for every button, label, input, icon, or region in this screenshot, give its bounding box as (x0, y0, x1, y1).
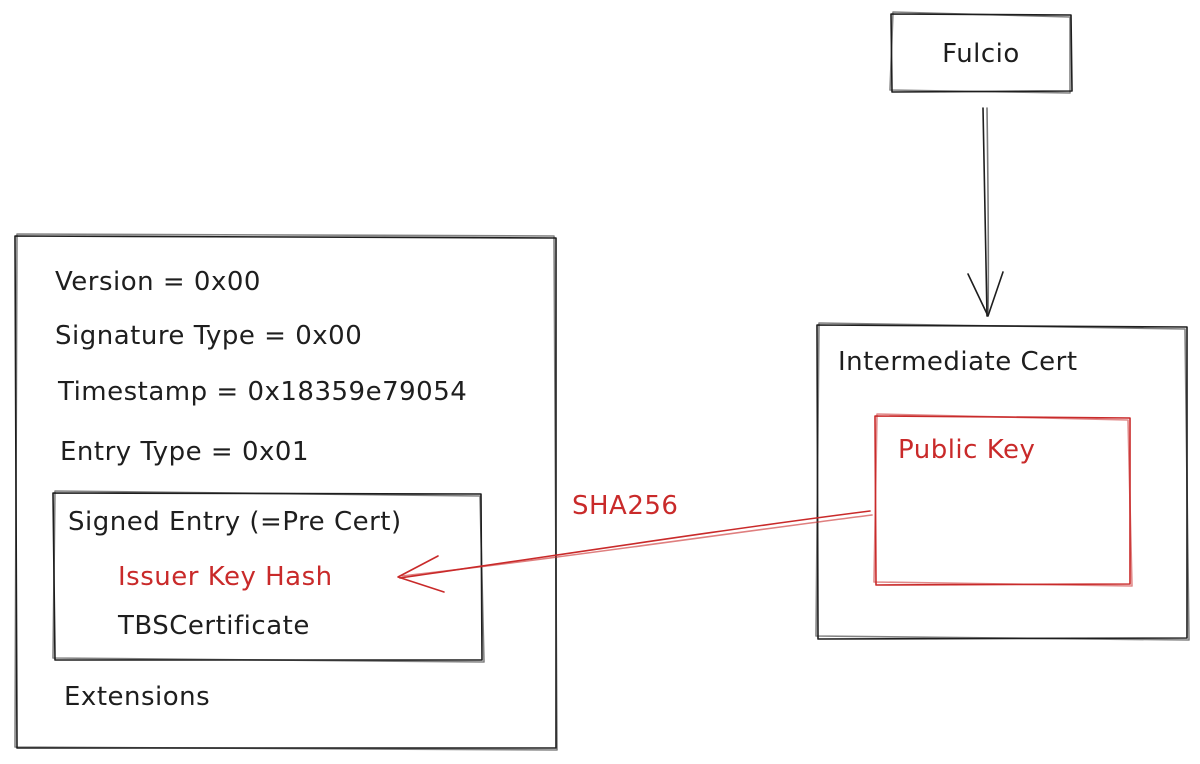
fulcio-box: Fulcio (889, 11, 1073, 94)
sha256-label: SHA256 (572, 491, 678, 521)
sct-field-signature-type: Signature Type = 0x00 (55, 321, 362, 351)
extensions-label: Extensions (64, 682, 210, 712)
fulcio-label: Fulcio (942, 39, 1020, 69)
public-key-box: Public Key (873, 413, 1133, 587)
sct-field-timestamp: Timestamp = 0x18359e79054 (57, 377, 467, 407)
signed-entry-box: Signed Entry (=Pre Cert) Issuer Key Hash… (52, 490, 485, 663)
intermediate-cert-title: Intermediate Cert (838, 347, 1078, 377)
sct-box: Version = 0x00 Signature Type = 0x00 Tim… (14, 233, 558, 751)
public-key-label: Public Key (898, 435, 1035, 465)
intermediate-cert-box: Intermediate Cert Public Key (815, 322, 1190, 641)
issuer-key-hash-label: Issuer Key Hash (118, 562, 333, 592)
tbs-certificate-label: TBSCertificate (117, 611, 310, 641)
signed-entry-title: Signed Entry (=Pre Cert) (68, 507, 402, 537)
sha256-arrow: SHA256 (397, 491, 873, 593)
sct-field-version: Version = 0x00 (55, 267, 261, 297)
fulcio-to-cert-arrow (967, 107, 1004, 317)
sct-field-entry-type: Entry Type = 0x01 (60, 437, 309, 467)
